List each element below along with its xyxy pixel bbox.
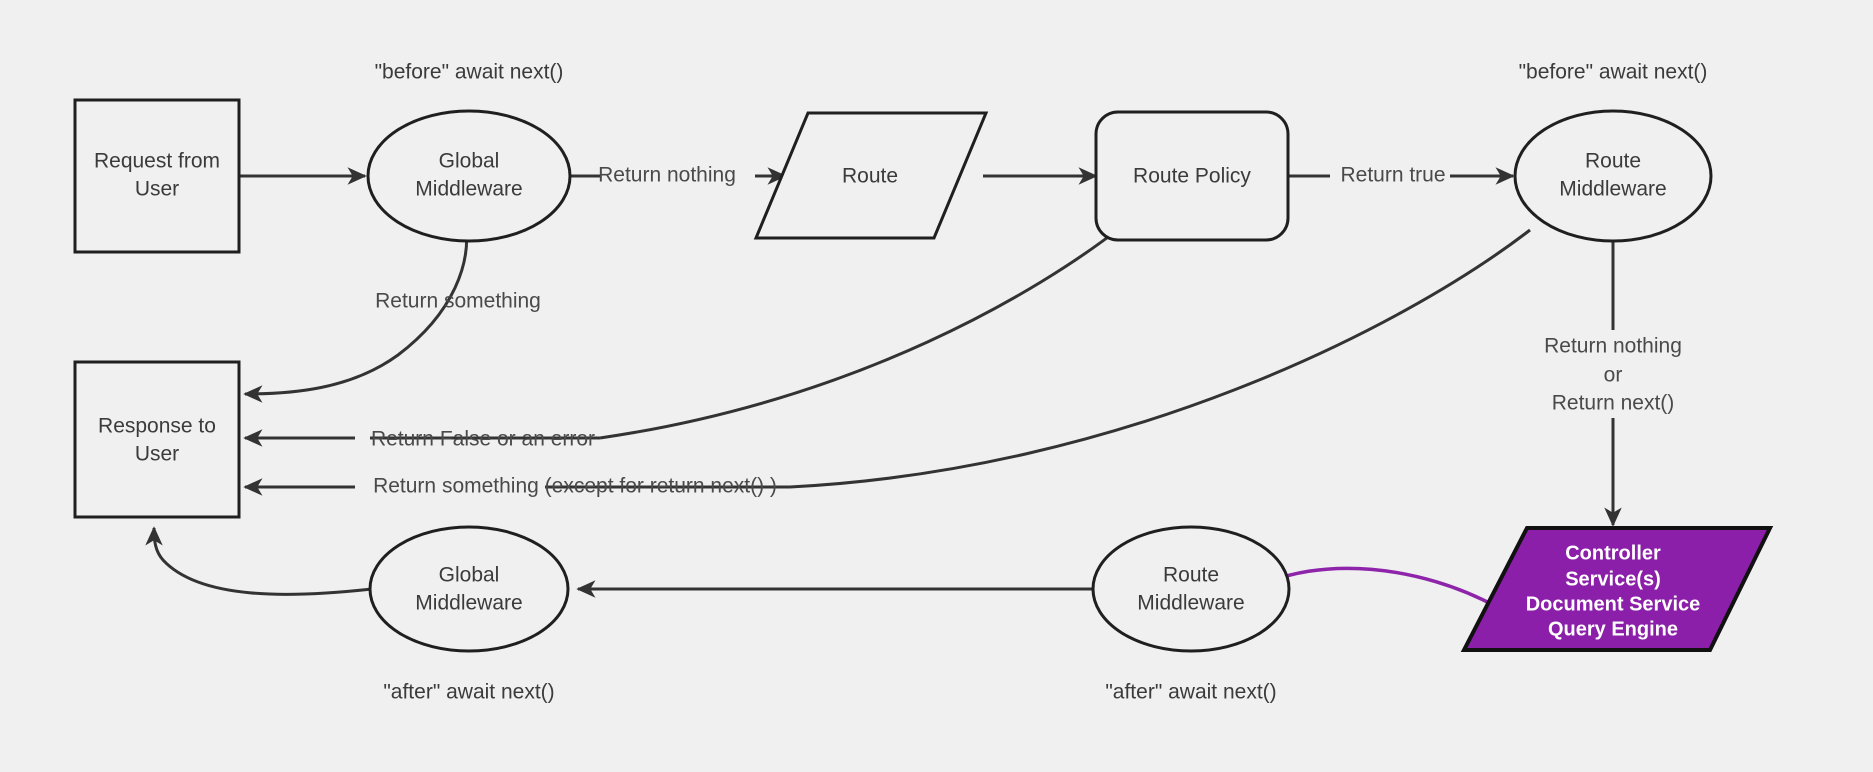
route-label: Route	[842, 165, 898, 188]
edge-label-return-something: Return something	[375, 290, 541, 313]
global-middleware-top-label-line2: Middleware	[415, 178, 522, 201]
response-to-user-label-line1: Response to	[98, 415, 216, 438]
node-global-middleware-top[interactable]: Global Middleware	[366, 109, 572, 243]
edge-global-middleware-return-something	[243, 227, 469, 403]
global-middleware-bottom-label-line2: Middleware	[415, 592, 522, 615]
route-middleware-top-label-line2: Middleware	[1559, 178, 1666, 201]
controller-services-line1: Controller	[1565, 542, 1661, 564]
edge-label-return-something-except-next: Return something (except for return next…	[373, 475, 777, 498]
controller-services-line4: Query Engine	[1548, 618, 1678, 640]
node-route[interactable]: Route	[753, 111, 989, 240]
edge-label-return-true: Return true	[1340, 164, 1445, 187]
node-route-middleware-top[interactable]: Route Middleware	[1513, 109, 1713, 243]
route-middleware-top-label-line1: Route	[1585, 150, 1641, 173]
node-route-policy[interactable]: Route Policy	[1094, 110, 1290, 242]
edge-global-middleware-bottom-to-response	[145, 526, 373, 596]
request-from-user-label-line1: Request from	[94, 150, 220, 173]
edge-label-return-nothing: Return nothing	[598, 164, 736, 187]
edge-label-return-false-or-error: Return False or an error	[371, 428, 595, 451]
edge-route-policy-return-false	[599, 226, 1121, 440]
route-policy-label: Route Policy	[1133, 165, 1251, 188]
route-middleware-bottom-label-line1: Route	[1163, 564, 1219, 587]
response-to-user-label-line2: User	[135, 443, 179, 466]
node-controller-services[interactable]: Controller Service(s) Document Service Q…	[1460, 526, 1774, 652]
node-response-to-user[interactable]: Response to User	[73, 360, 241, 519]
global-middleware-top-label-line1: Global	[439, 150, 500, 173]
node-route-middleware-bottom[interactable]: Route Middleware	[1091, 525, 1291, 653]
annotation-before-await-next-route: "before" await next()	[1519, 61, 1708, 84]
annotation-after-await-next-global: "after" await next()	[383, 681, 554, 704]
global-middleware-bottom-label-line1: Global	[439, 564, 500, 587]
controller-services-shape	[1460, 526, 1774, 652]
edge-label-return-nothing-or-next-line2: or	[1604, 364, 1623, 387]
controller-services-line2: Service(s)	[1565, 568, 1661, 590]
node-request-from-user[interactable]: Request from User	[73, 98, 241, 254]
route-middleware-bottom-label-line2: Middleware	[1137, 592, 1244, 615]
request-from-user-label-line2: User	[135, 178, 179, 201]
node-global-middleware-bottom[interactable]: Global Middleware	[368, 525, 570, 653]
controller-services-line3: Document Service	[1526, 593, 1701, 615]
edge-label-return-nothing-or-next-line1: Return nothing	[1544, 335, 1682, 358]
annotation-before-await-next-global: "before" await next()	[375, 61, 564, 84]
annotation-after-await-next-route: "after" await next()	[1105, 681, 1276, 704]
edge-label-return-nothing-or-next-line3: Return next()	[1552, 392, 1675, 415]
edge-route-middleware-return-something-except	[789, 228, 1531, 489]
